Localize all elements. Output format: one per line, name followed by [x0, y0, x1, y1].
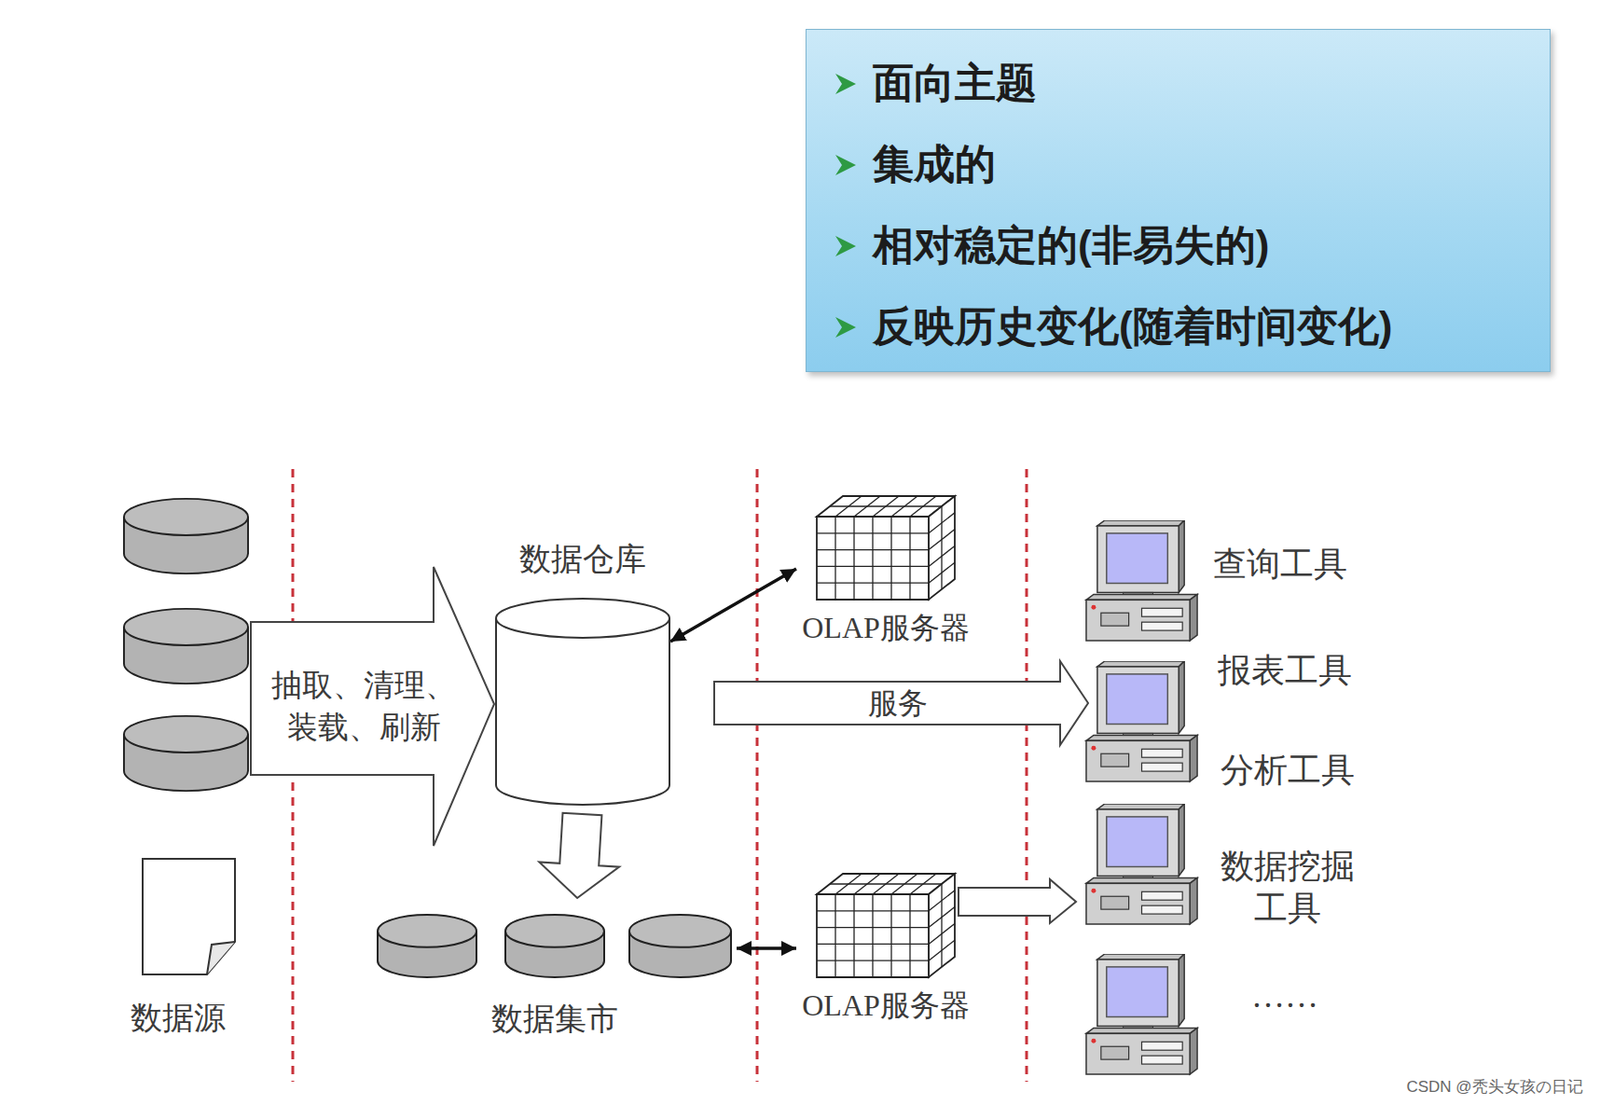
bullet-row: 相对稳定的(非易失的) [832, 205, 1550, 287]
node-label: OLAP服务器 [801, 987, 970, 1023]
data-mart-group: 数据集市 [372, 909, 737, 1040]
watermark: CSDN @秃头女孩の日记 [1406, 1076, 1583, 1097]
process-text: 抽取、清理、 装载、刷新 [265, 664, 462, 748]
olap-cube: OLAP服务器 [796, 871, 976, 1031]
bullet-row: 面向主题 [832, 42, 1550, 125]
flow-arrow [538, 813, 620, 898]
mining-arrow [958, 879, 1076, 924]
tool-label: 分析工具 [1220, 749, 1355, 792]
node-label: OLAP服务器 [801, 609, 970, 646]
bigarrow-shape [249, 565, 496, 847]
feature-text: 面向主题 [872, 55, 1037, 111]
source-document [142, 858, 235, 975]
feature-text: 集成的 [872, 137, 996, 193]
cyl-shape [495, 540, 671, 806]
bullet-arrow [832, 70, 859, 97]
tool-label: 查询工具 [1213, 543, 1348, 586]
link-arrow [736, 946, 797, 951]
olap-cube: OLAP服务器 [796, 494, 976, 653]
feature-panel: 面向主题集成的相对稳定的(非易失的) 反映历史变化(随着时间变化) [805, 28, 1551, 373]
feature-text: 反映历史变化(随着时间变化) [872, 299, 1393, 355]
bullet-row: 反映历史变化(随着时间变化) [832, 286, 1550, 368]
tool-label: 数据挖掘 工具 [1213, 845, 1363, 930]
feature-text: 相对稳定的(非易失的) [872, 218, 1269, 274]
bullet-arrow [832, 314, 859, 341]
client-computer [1086, 520, 1198, 1075]
bullet-row: 集成的 [832, 124, 1550, 206]
node-label: 数据集市 [491, 1000, 619, 1039]
link-arrow [670, 568, 797, 642]
service-label: 服务 [868, 684, 928, 722]
service-arrow [714, 661, 1089, 745]
etl-arrow: 抽取、清理、 装载、刷新 [249, 565, 496, 847]
bullet-arrow [832, 233, 859, 260]
source-database [124, 498, 249, 791]
warehouse-cylinder: 数据仓库 [495, 540, 671, 806]
tool-label: …… [1251, 975, 1319, 1018]
tool-label: 报表工具 [1217, 649, 1352, 692]
source-label: 数据源 [130, 998, 226, 1039]
bullet-arrow [832, 151, 859, 179]
node-label: 数据仓库 [519, 540, 647, 580]
